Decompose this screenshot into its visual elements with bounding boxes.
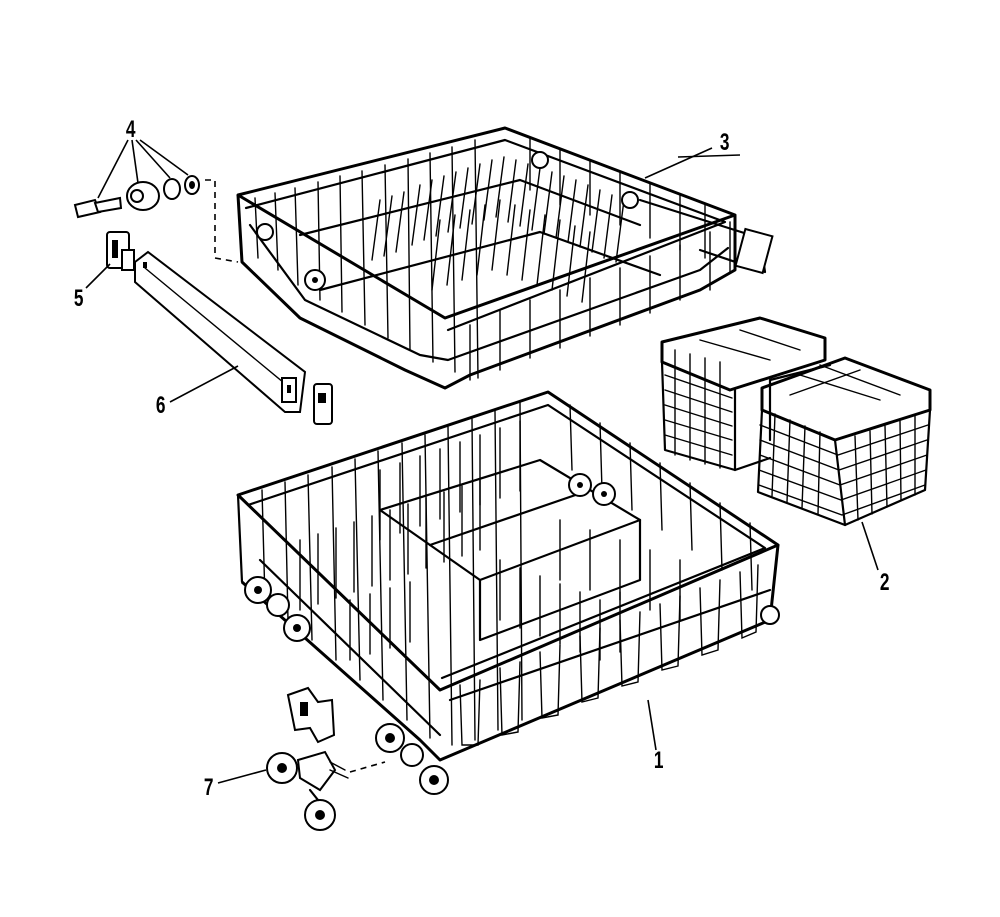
callout-4: 4 xyxy=(126,116,136,142)
upper-dish-rack xyxy=(236,126,774,390)
callout-labels: 1 2 3 4 5 6 7 xyxy=(74,116,890,800)
callout-7: 7 xyxy=(204,774,214,800)
track-rail xyxy=(134,250,333,425)
lower-dish-rack xyxy=(236,390,780,795)
lower-rack-wheels xyxy=(244,473,780,795)
rail-end-cap xyxy=(106,231,135,271)
callout-1: 1 xyxy=(654,747,664,773)
wheel-and-clip xyxy=(266,686,349,831)
roller-screw-spacer-washers xyxy=(73,175,200,219)
callout-2: 2 xyxy=(880,569,890,595)
callout-6: 6 xyxy=(156,392,166,418)
callout-5: 5 xyxy=(74,285,84,311)
callout-3: 3 xyxy=(720,129,730,155)
silverware-basket xyxy=(660,316,932,527)
